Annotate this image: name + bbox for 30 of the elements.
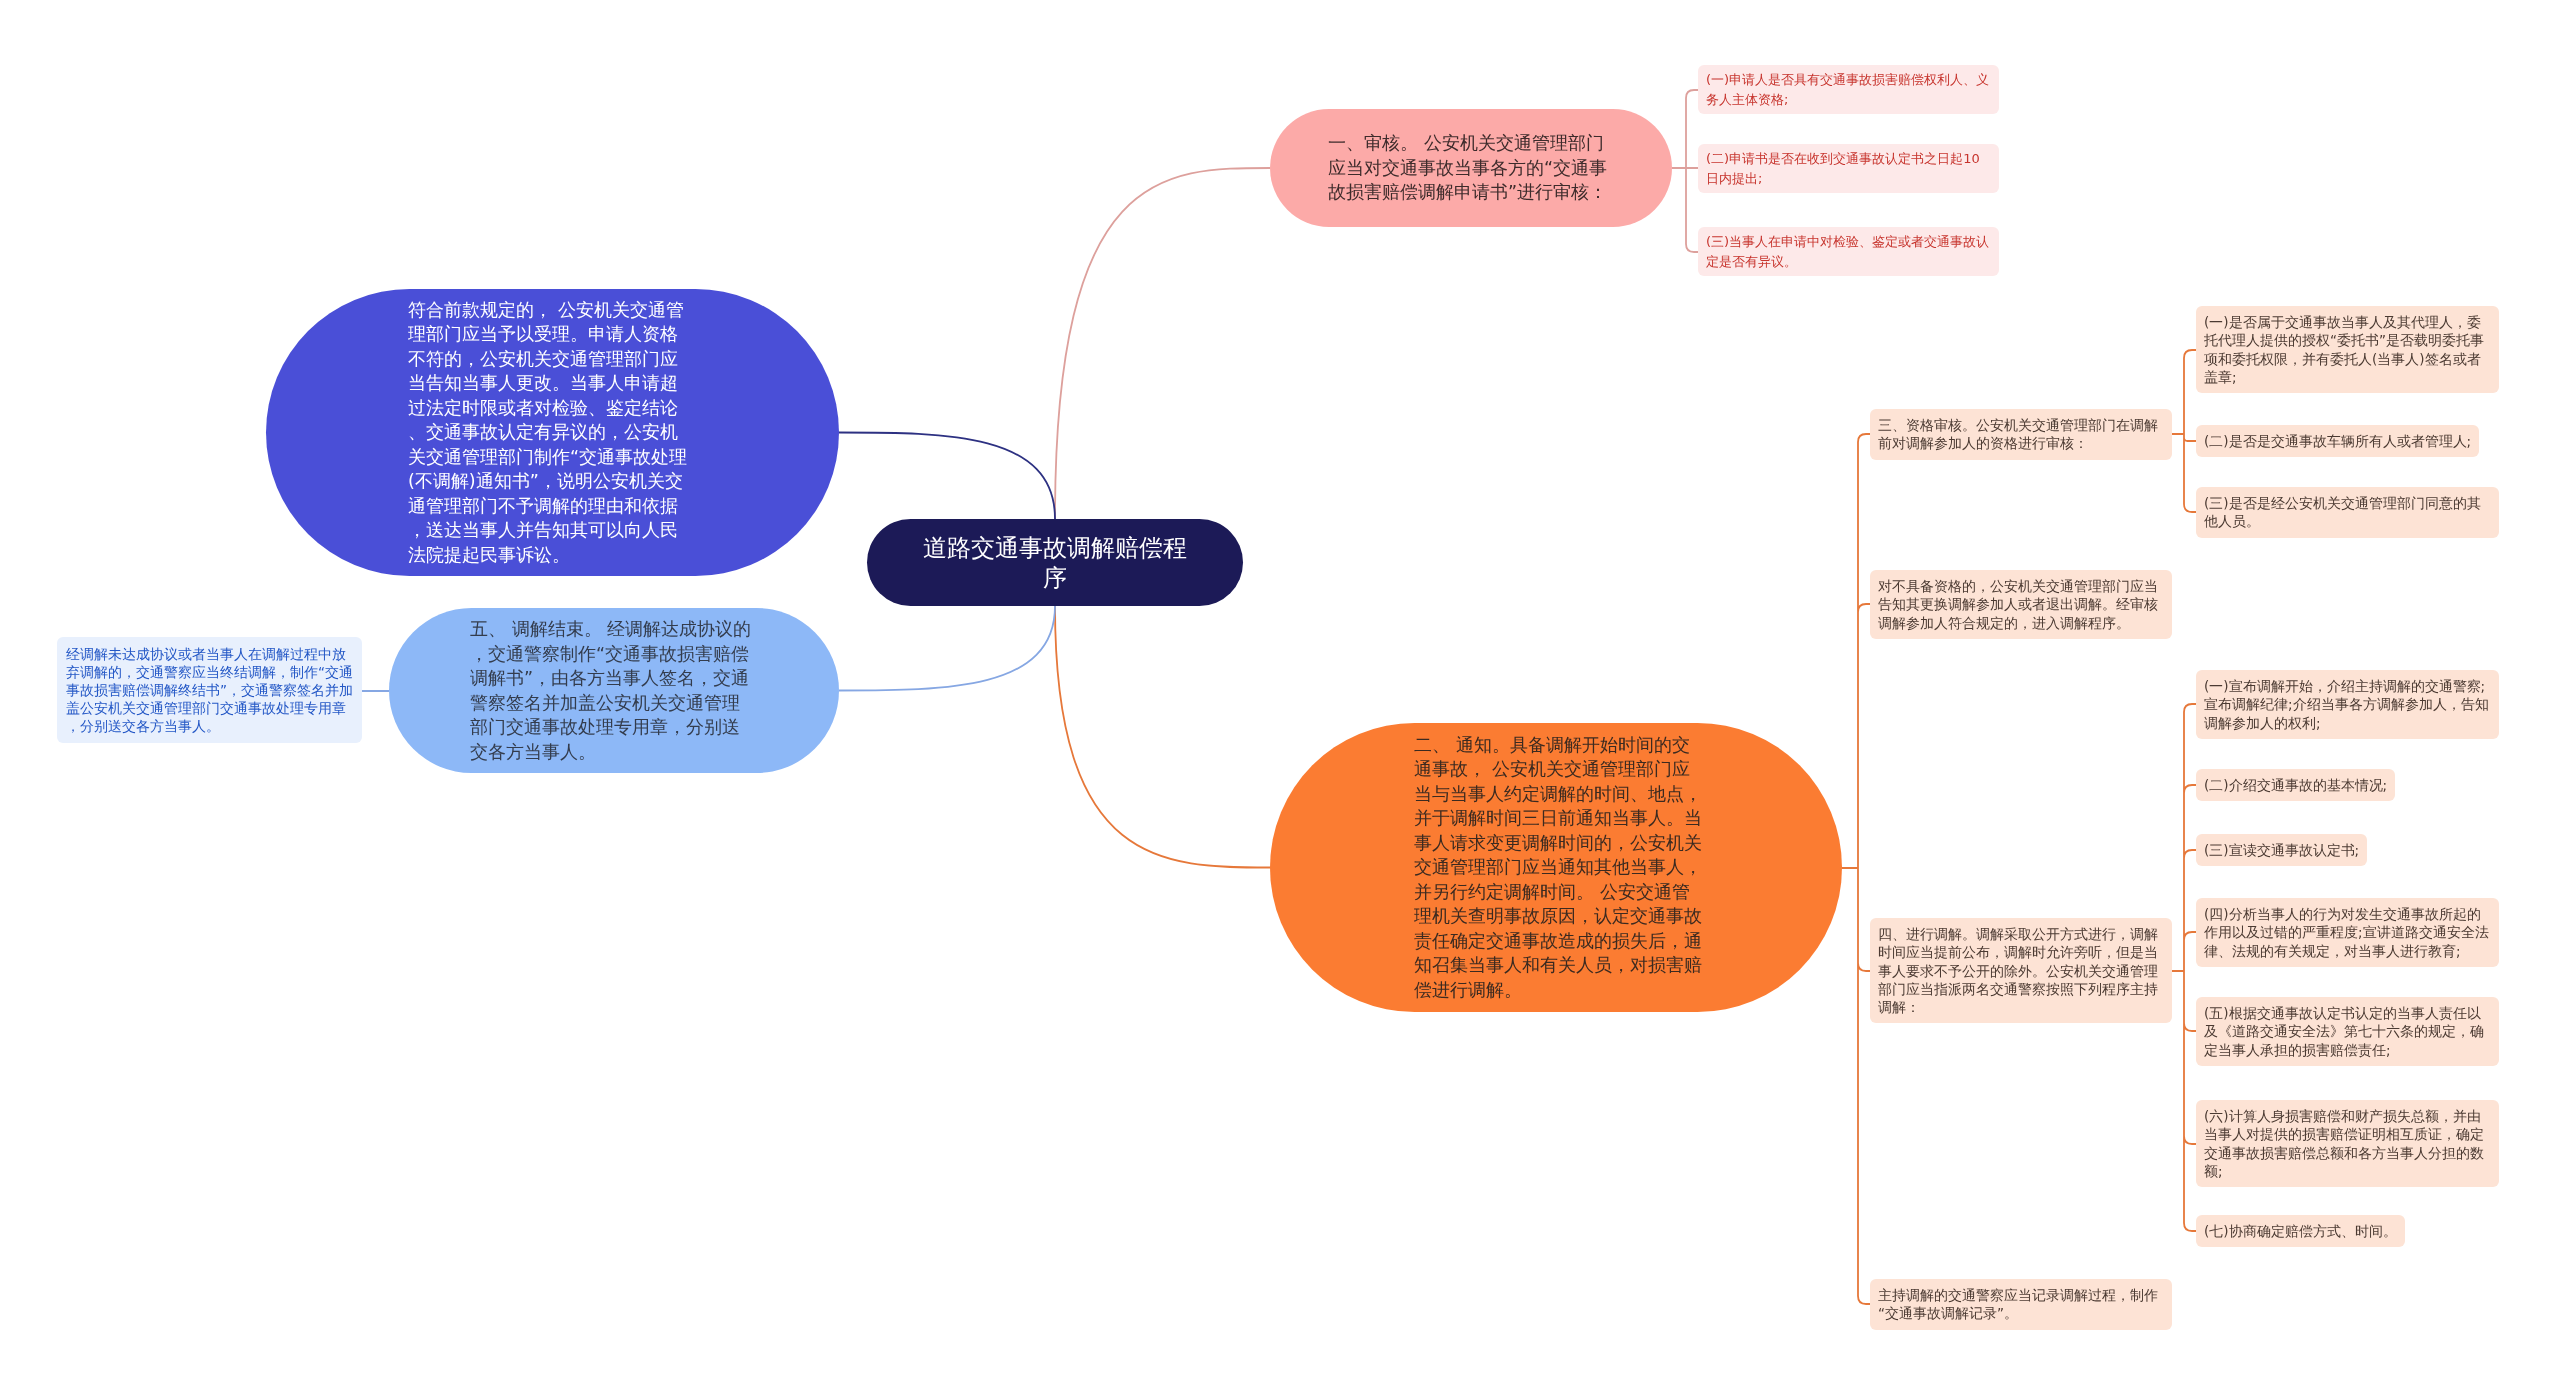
detail-node: 对不具备资格的，公安机关交通管理部门应当告知其更换调解参加人或者退出调解。经审核调解参加人符合规定的，进入调解程序。 [1870,570,2172,639]
connector-line [838,431,1056,520]
connector-line [2171,349,2197,513]
detail-node: (二)是否是交通事故车辆所有人或者管理人; [2196,425,2480,458]
connector-line [838,605,1056,692]
detail-node: (一)申请人是否具有交通事故损害赔偿权利人、义务人主体资格; [1698,65,1999,114]
detail-node: (三)宣读交通事故认定书; [2196,834,2368,867]
detail-node: (七)协商确定赔偿方式、时间。 [2196,1215,2405,1248]
detail-node: (一)是否属于交通事故当事人及其代理人，委托代理人提供的授权“委托书”是否载明委托事项和委托权限，并有委托人(当事人)签名或者盖章; [2196,306,2499,394]
detail-node: (三)当事人在申请中对检验、鉴定或者交通事故认定是否有异议。 [1698,227,1999,276]
connector-line [1671,89,1699,253]
detail-node: (二)申请书是否在收到交通事故认定书之日起10日内提出; [1698,144,1999,193]
branch-node: 一、审核。 公安机关交通管理部门应当对交通事故当事各方的“交通事故损害赔偿调解申请书”进行审核： [1270,109,1672,227]
detail-node: (六)计算人身损害赔偿和财产损失总额，并由当事人对提供的损害赔偿证明相互质证，确定交通事故损害赔偿总额和各方当事人分担的数额; [2196,1100,2499,1188]
detail-node: 三、资格审核。公安机关交通管理部门在调解前对调解参加人的资格进行审核： [1870,409,2172,460]
detail-node: (四)分析当事人的行为对发生交通事故所起的作用以及过错的严重程度;宣讲道路交通安全法律、法规的有关规定，对当事人进行教育; [2196,898,2499,967]
note-node: 经调解未达成协议或者当事人在调解过程中放弃调解的，交通警察应当终结调解，制作“交通事故损害赔偿调解终结书”，交通警察签名并加盖公安机关交通管理部门交通事故处理专用章，分别送交各方当事人。 [57,637,362,743]
detail-node: (五)根据交通事故认定书认定的当事人责任以及《道路交通安全法》第七十六条的规定，确定当事人承担的损害赔偿责任; [2196,997,2499,1066]
branch-node: 五、 调解结束。 经调解达成协议的，交通警察制作“交通事故损害赔偿调解书”，由各方当事人签名，交通警察签名并加盖公安机关交通管理部门交通事故处理专用章，分别送交各方当事人。 [389,608,839,773]
detail-node: 主持调解的交通警察应当记录调解过程，制作“交通事故调解记录”。 [1870,1279,2172,1330]
detail-node: (三)是否是经公安机关交通管理部门同意的其他人员。 [2196,487,2499,538]
branch-node: 符合前款规定的， 公安机关交通管理部门应当予以受理。申请人资格不符的，公安机关交通管理部门应当告知当事人更改。当事人申请超过法定时限或者对检验、鉴定结论、交通事故认定有异议的，公安机关交通管理部门制作“交通事故处理(不调解)通知书”，说明公安机关交通管理部门不予调解的理由和依据，送达当事人并告知其可以向人民法院提起民事诉讼。 [266,289,839,576]
connector-line [2171,703,2197,1232]
detail-node: (一)宣布调解开始，介绍主持调解的交通警察;宣布调解纪律;介绍当事各方调解参加人，告知调解参加人的权利; [2196,670,2499,739]
branch-node: 二、 通知。具备调解开始时间的交通事故， 公安机关交通管理部门应当与当事人约定调解的时间、地点，并于调解时间三日前通知当事人。当事人请求变更调解时间的，公安机关交通管理部门应当通知其他当事人，并另行约定调解时间。 公安交通管理机关查明事故原因，认定交通事故责任确定交通事故造成的损失后，通知召集当事人和有关人员，对损害赔偿进行调解。 [1270,723,1842,1012]
detail-node: (二)介绍交通事故的基本情况; [2196,769,2396,802]
central-topic-node: 道路交通事故调解赔偿程序 [867,519,1243,606]
connector-line [1841,433,1871,1305]
connector-line [361,690,390,692]
detail-node: 四、进行调解。调解采取公开方式进行，调解时间应当提前公布，调解时允许旁听，但是当事人要求不予公开的除外。公安机关交通管理部门应当指派两名交通警察按照下列程序主持调解： [1870,918,2172,1024]
